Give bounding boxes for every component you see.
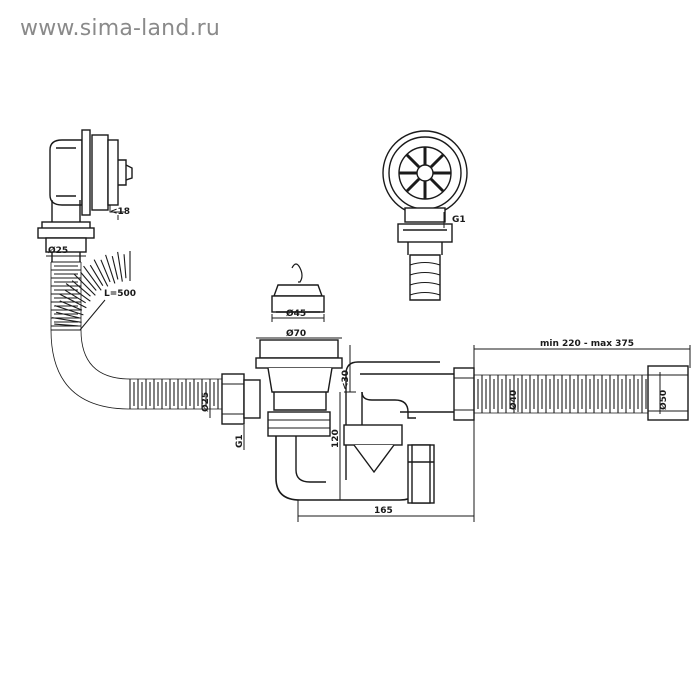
overflow-pipe-dia-label: Ø25 xyxy=(48,245,68,256)
outlet-end xyxy=(647,365,689,421)
outlet-dia-small-label: Ø40 xyxy=(508,390,519,410)
overflow-elbow xyxy=(37,200,95,262)
top-thread-label: G1 xyxy=(452,215,466,225)
outlet-dia-large-label: Ø50 xyxy=(658,390,669,410)
watermark: www.sima-land.ru xyxy=(20,16,221,41)
inlet-dia-label: Ø25 xyxy=(200,392,211,412)
outlet-connector xyxy=(453,367,475,421)
trap-height-label: 120 xyxy=(331,429,341,448)
outlet-length-label: min 220 - max 375 xyxy=(540,339,634,349)
drain-body xyxy=(255,339,454,504)
drain-plug xyxy=(271,263,325,313)
overflow-offset-label: <18 xyxy=(110,207,130,217)
drain-flange-dia-label: Ø70 xyxy=(286,328,306,339)
hose-length-label: L=500 xyxy=(104,289,136,299)
outlet-hose xyxy=(473,374,648,414)
overflow-head xyxy=(49,129,133,216)
overflow-hose xyxy=(50,251,223,410)
inlet-thread-label: G1 xyxy=(235,434,245,448)
drain-height-label: <30 xyxy=(341,370,351,390)
trap-width-label: 165 xyxy=(374,506,393,516)
plug-dia-label: Ø45 xyxy=(286,308,306,319)
drain-grate-top-view xyxy=(382,130,468,301)
inlet-connector xyxy=(221,373,261,425)
